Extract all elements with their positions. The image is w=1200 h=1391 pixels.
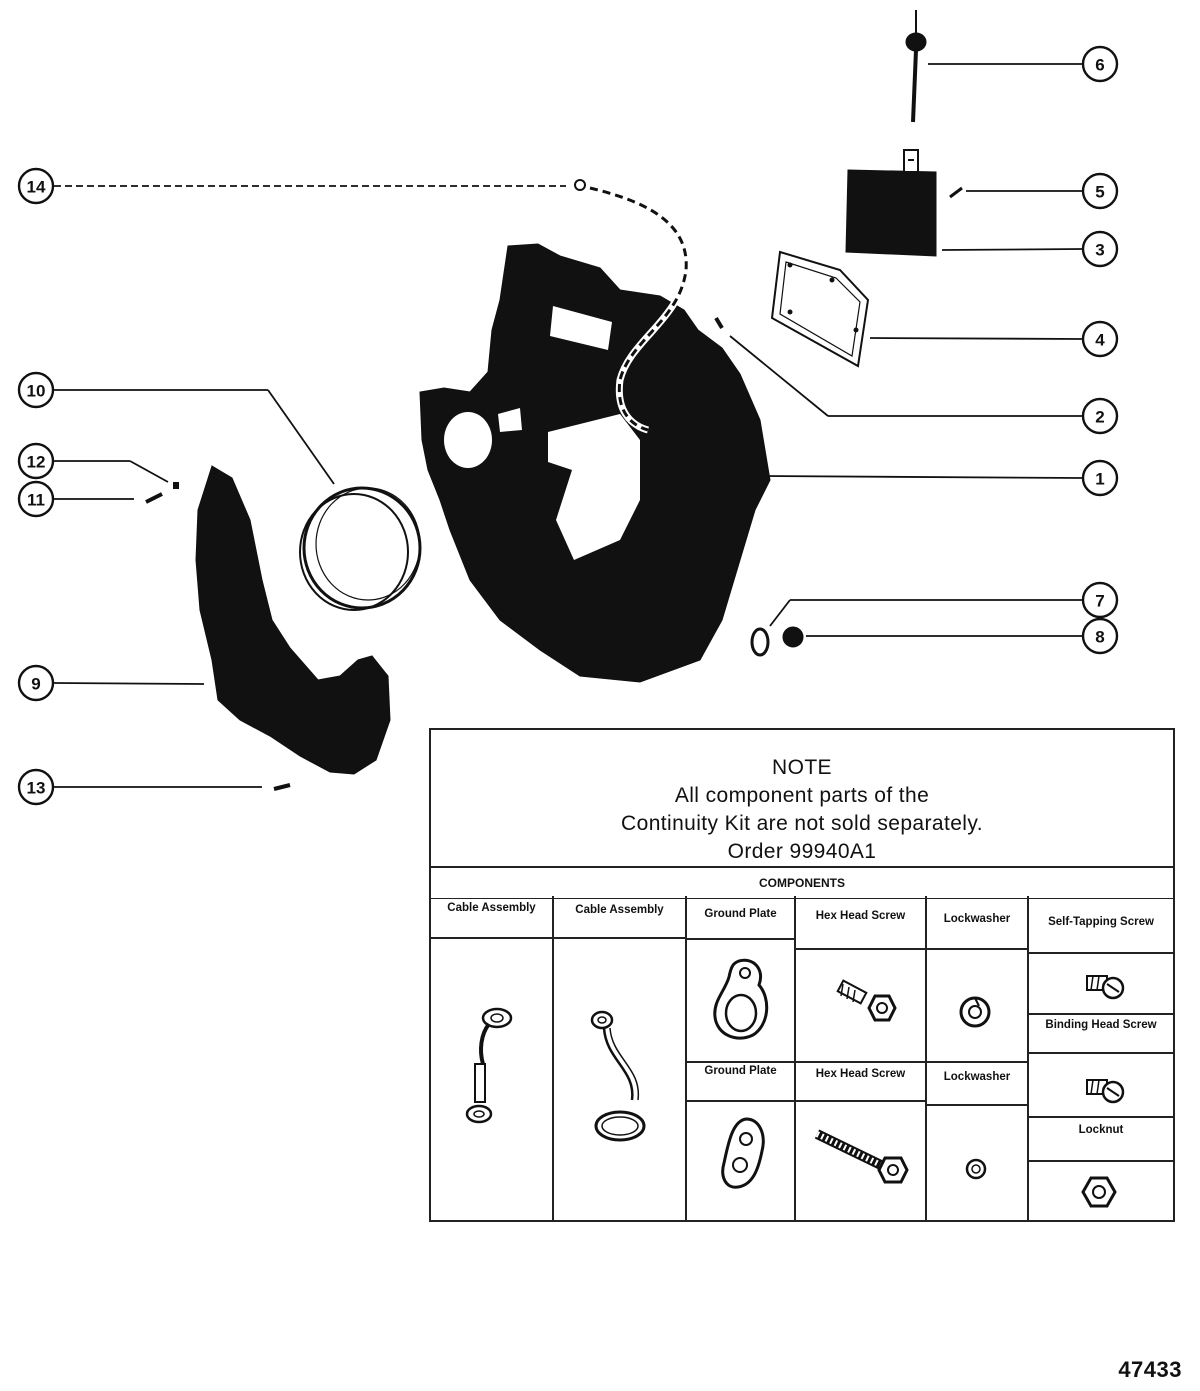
- components-header: COMPONENTS: [431, 866, 1173, 899]
- row-divider: [1029, 1052, 1173, 1054]
- part-seal-ring: [299, 486, 422, 611]
- row-divider: [554, 937, 685, 939]
- svg-text:7: 7: [1095, 592, 1104, 611]
- note-title: NOTE: [772, 756, 832, 779]
- part-lockwasher: [750, 627, 770, 657]
- callout-14: 14: [17, 167, 55, 205]
- label-self-tapping-screw: Self-Tapping Screw: [1048, 916, 1154, 928]
- part-nut: [782, 626, 804, 648]
- svg-text:1: 1: [1095, 470, 1104, 489]
- lockwasher-small-icon: [965, 1158, 987, 1180]
- row-divider: [1029, 1160, 1173, 1162]
- label-ground-plate-2: Ground Plate: [704, 1065, 777, 1077]
- callout-3: 3: [1081, 230, 1119, 268]
- label-locknut: Locknut: [1078, 1124, 1124, 1136]
- svg-text:2: 2: [1095, 408, 1104, 427]
- svg-text:3: 3: [1095, 241, 1104, 260]
- note-line-2: Continuity Kit are not sold separately.: [621, 812, 983, 835]
- part-cover-plate: [845, 149, 937, 257]
- self-tapping-screw-icon: [1086, 975, 1125, 1000]
- row-divider: [1029, 1116, 1173, 1118]
- column-divider: [552, 896, 554, 1222]
- components-table: NOTE All component parts of the Continui…: [429, 728, 1175, 1222]
- column-divider: [685, 896, 687, 1222]
- row-divider: [687, 1100, 794, 1102]
- hex-head-screw-long-icon: [814, 1129, 909, 1184]
- row-divider: [796, 948, 925, 950]
- note-line-3: Order 99940A1: [727, 840, 877, 863]
- svg-text:6: 6: [1095, 56, 1104, 75]
- part-gasket: [770, 250, 870, 368]
- label-hex-head-screw-1: Hex Head Screw: [815, 910, 906, 922]
- lockwasher-icon: [959, 996, 991, 1028]
- callout-8: 8: [1081, 617, 1119, 655]
- part-dipstick: [905, 10, 927, 123]
- part-screw-13: [273, 783, 291, 791]
- row-divider: [1029, 1013, 1173, 1015]
- part-flywheel-housing: [419, 243, 771, 683]
- row-divider: [431, 937, 552, 939]
- column-divider: [1027, 896, 1029, 1222]
- svg-text:5: 5: [1095, 183, 1104, 202]
- part-screw-2: [714, 316, 724, 330]
- row-divider: [927, 948, 1027, 950]
- ground-plate-icon: [713, 958, 769, 1040]
- callout-13: 13: [17, 768, 55, 806]
- part-screw-5: [949, 186, 963, 199]
- row-divider: [687, 938, 794, 940]
- callout-9: 9: [17, 664, 55, 702]
- column-divider: [794, 896, 796, 1222]
- callout-12: 12: [17, 442, 55, 480]
- ground-plate-small-icon: [721, 1117, 765, 1189]
- label-lockwasher-2: Lockwasher: [943, 1071, 1011, 1083]
- row-divider: [927, 1104, 1027, 1106]
- callout-5: 5: [1081, 172, 1119, 210]
- row-divider: [796, 1100, 925, 1102]
- callout-6: 6: [1081, 45, 1119, 83]
- svg-text:12: 12: [27, 453, 46, 472]
- label-ground-plate-1: Ground Plate: [704, 908, 777, 920]
- row-divider: [685, 1061, 1027, 1063]
- label-hex-head-screw-2: Hex Head Screw: [815, 1068, 906, 1080]
- callout-2: 2: [1081, 397, 1119, 435]
- hex-head-screw-icon: [836, 979, 897, 1022]
- svg-text:9: 9: [31, 675, 40, 694]
- cable-assembly-long-icon: [590, 1010, 646, 1142]
- label-cable-assembly-2: Cable Assembly: [575, 904, 664, 916]
- part-cable-assembly: [574, 179, 690, 434]
- label-lockwasher-1: Lockwasher: [943, 913, 1011, 925]
- locknut-icon: [1081, 1176, 1117, 1208]
- cable-assembly-icon: [465, 1007, 513, 1124]
- svg-text:4: 4: [1095, 331, 1105, 350]
- catalog-number: 47433: [1118, 1357, 1182, 1382]
- part-screw-11: [145, 492, 163, 504]
- callout-7: 7: [1081, 581, 1119, 619]
- svg-text:11: 11: [27, 491, 45, 510]
- callout-11: 11: [17, 480, 55, 518]
- callout-10: 10: [17, 371, 55, 409]
- row-divider: [1029, 952, 1173, 954]
- svg-text:14: 14: [27, 178, 46, 197]
- note-line-1: All component parts of the: [674, 784, 930, 807]
- svg-text:13: 13: [27, 779, 46, 798]
- note-box: NOTE All component parts of the Continui…: [431, 730, 1173, 865]
- label-cable-assembly-1: Cable Assembly: [447, 902, 536, 914]
- column-divider: [925, 896, 927, 1222]
- binding-head-screw-icon: [1086, 1079, 1125, 1104]
- callout-1: 1: [1081, 459, 1119, 497]
- part-nut-12: [173, 482, 179, 489]
- part-cover: [195, 465, 391, 775]
- callout-4: 4: [1081, 320, 1119, 358]
- label-binding-head-screw: Binding Head Screw: [1045, 1019, 1157, 1031]
- svg-text:10: 10: [27, 382, 46, 401]
- svg-text:8: 8: [1095, 628, 1104, 647]
